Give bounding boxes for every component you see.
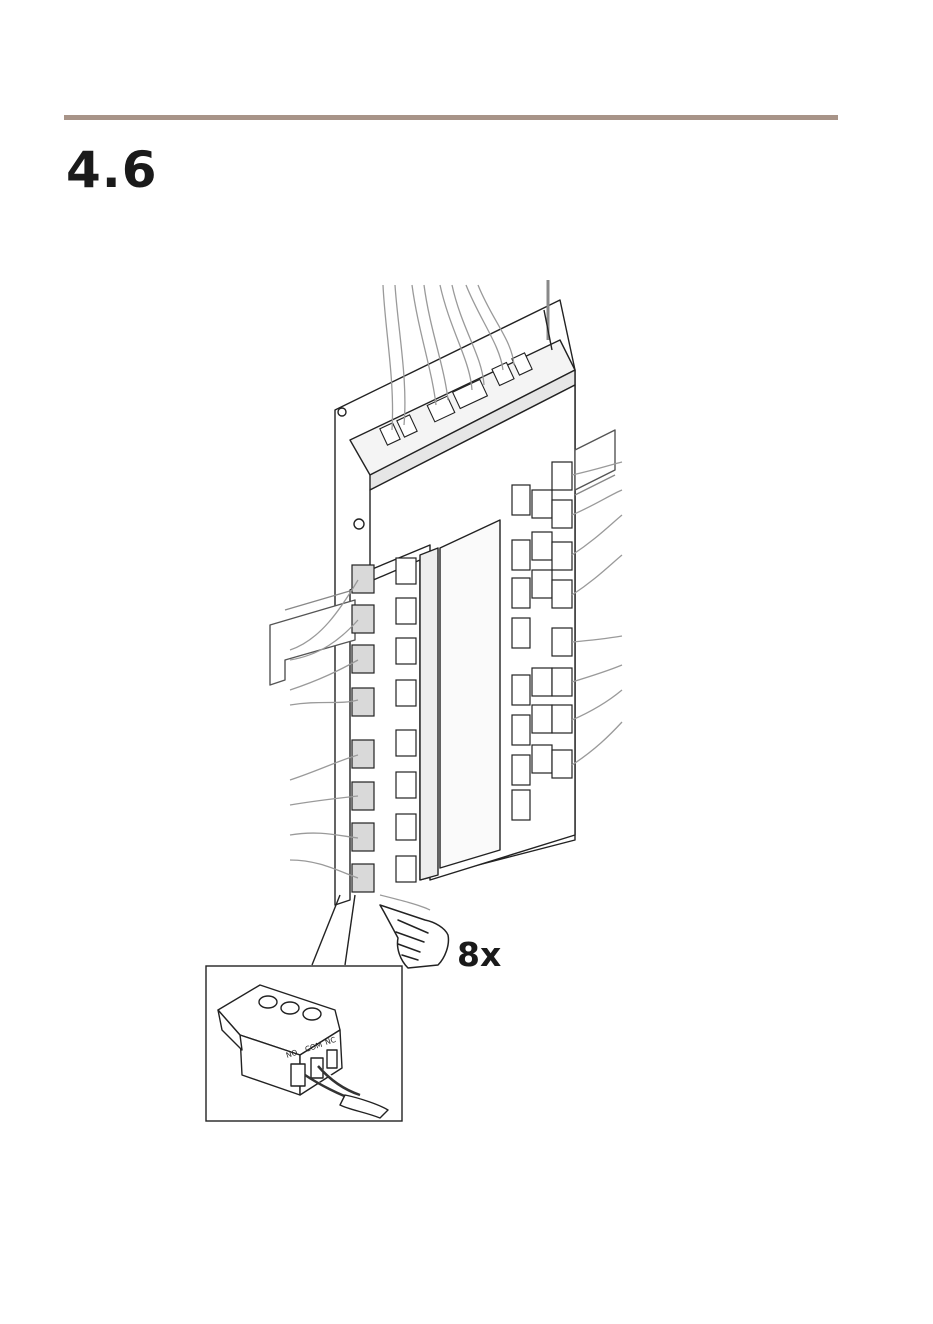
repeat-count: 8x bbox=[457, 938, 501, 971]
pointing-hand-icon bbox=[380, 905, 448, 968]
relay-connector-column bbox=[352, 558, 416, 892]
